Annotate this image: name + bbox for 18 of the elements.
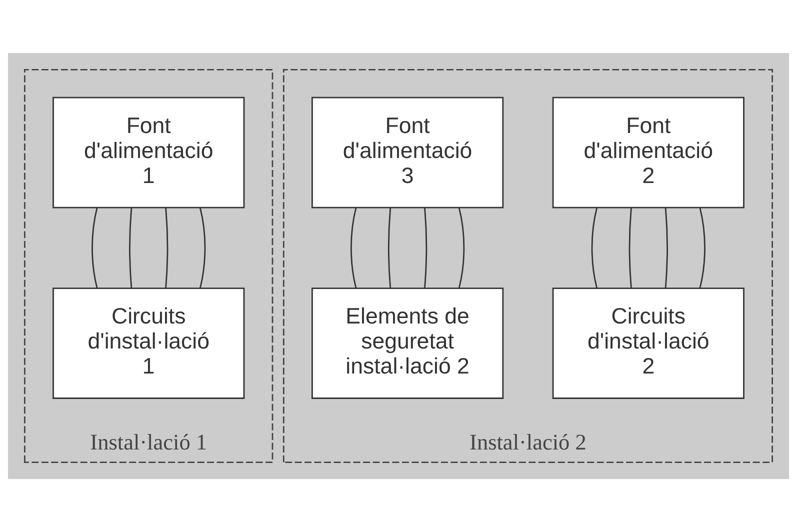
node-box: Elements de seguretat instal·lació 2 [312,287,504,398]
node-box: Font d'alimentació 1 [52,96,245,208]
connector [699,207,706,288]
connector [129,207,132,288]
connector [458,207,465,288]
node-box: Font d'alimentació 3 [312,96,504,208]
connector [92,207,98,288]
connector [388,207,392,288]
connector [591,207,598,288]
connector [664,207,668,288]
connector [424,207,428,288]
node-box: Circuits d'instal·lació 2 [552,287,744,398]
connector [350,207,357,288]
node-box: Circuits d'instal·lació 1 [52,287,245,398]
connector [199,207,206,288]
connector [628,207,632,288]
connector [165,207,168,288]
node-box: Font d'alimentació 2 [552,96,744,208]
